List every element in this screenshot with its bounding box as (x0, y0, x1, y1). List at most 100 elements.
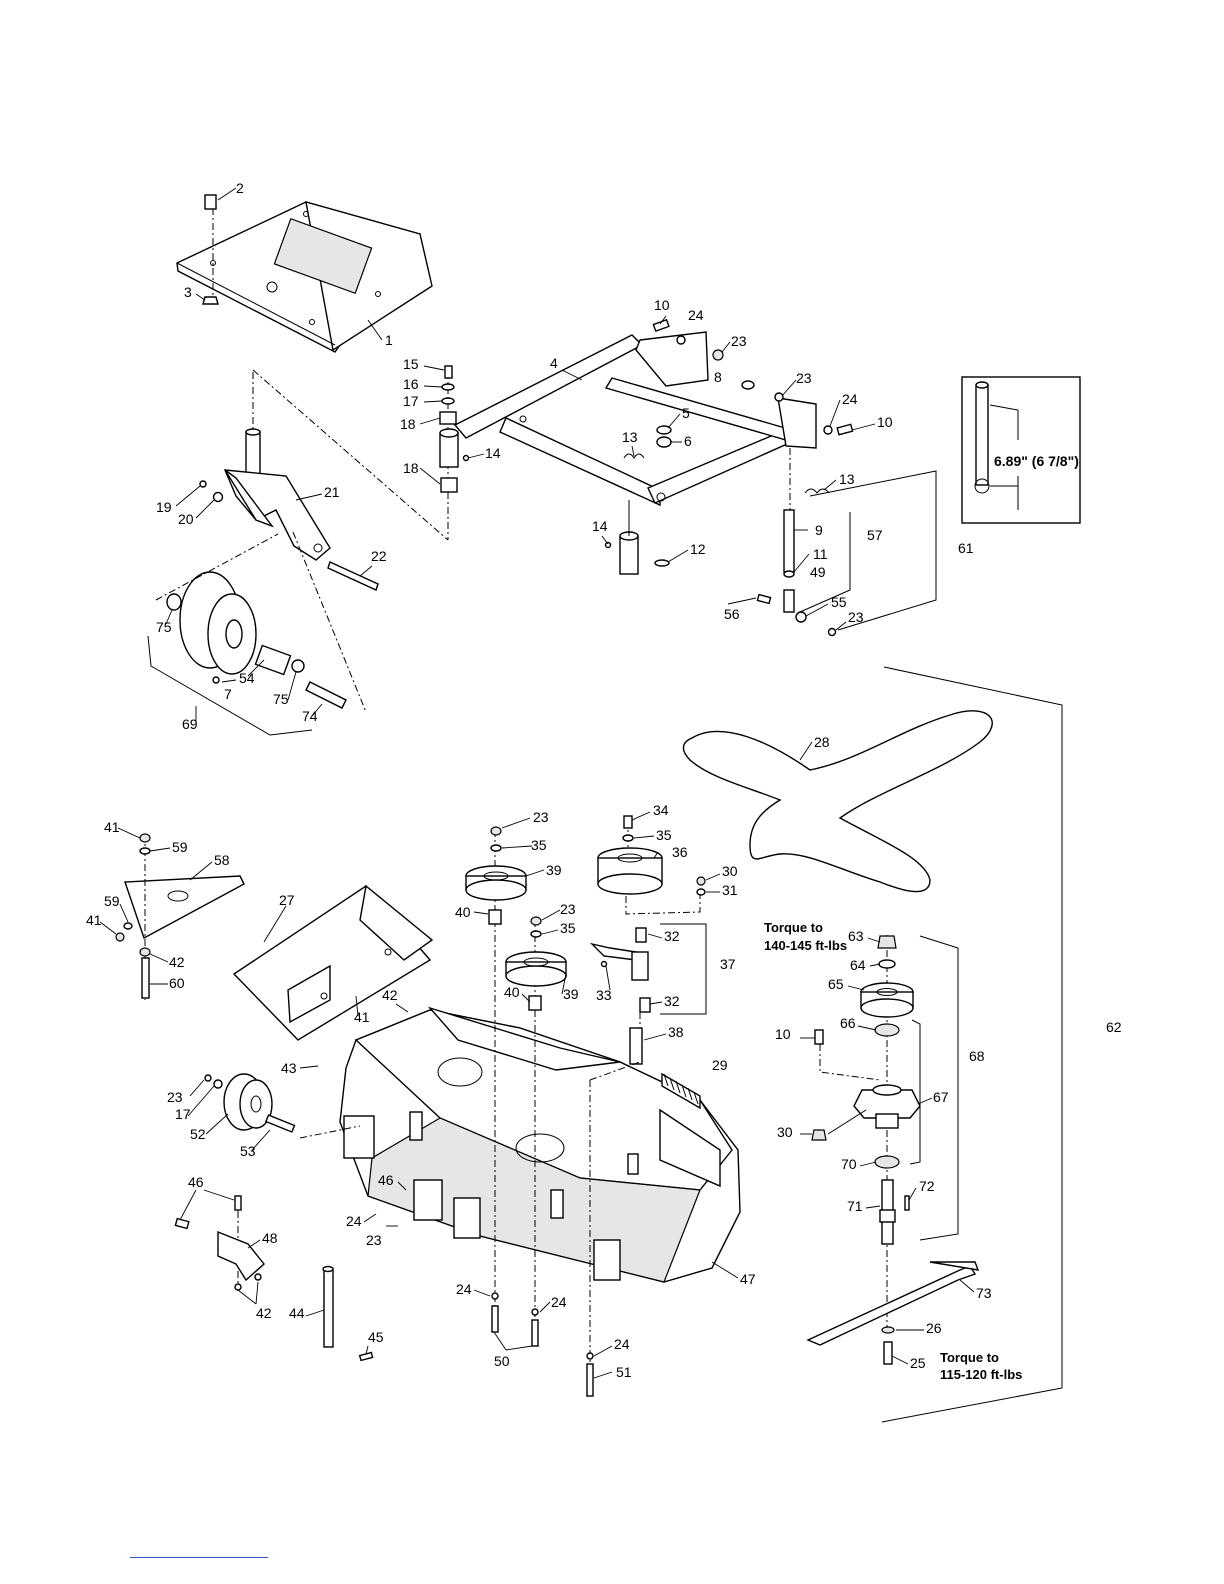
callout: 20 (178, 511, 194, 527)
deck-lift-frame (453, 331, 817, 575)
callout: 13 (622, 429, 638, 445)
idler-arm-assembly (586, 815, 707, 1397)
callout: 9 (815, 522, 823, 538)
callout: 56 (724, 606, 740, 622)
callout: 36 (672, 844, 688, 860)
callout: 14 (485, 445, 501, 461)
callout: 31 (722, 882, 738, 898)
callout: 30 (777, 1124, 793, 1140)
callout: 24 (456, 1281, 472, 1297)
callout: 23 (167, 1089, 183, 1105)
callout: 6 (684, 433, 692, 449)
callout: 46 (188, 1174, 204, 1190)
torque-note-upper-line2: 140-145 ft-lbs (764, 938, 847, 953)
callout: 23 (533, 809, 549, 825)
callout: 28 (814, 734, 830, 750)
callout: 74 (302, 708, 318, 724)
callout: 14 (592, 518, 608, 534)
callout: 23 (560, 901, 576, 917)
callout: 43 (281, 1060, 297, 1076)
callout: 17 (403, 393, 419, 409)
callout: 3 (184, 284, 192, 300)
callout: 16 (403, 376, 419, 392)
idler-pulleys (465, 826, 567, 1347)
deck-cover-plate (176, 194, 433, 353)
pivot-spacer-stack (439, 365, 459, 540)
callout: 67 (933, 1089, 949, 1105)
callout: 39 (563, 986, 579, 1002)
callout: 69 (182, 716, 198, 732)
callout: 35 (656, 827, 672, 843)
callout: 33 (596, 987, 612, 1003)
callout: 50 (494, 1353, 510, 1369)
callout: 41 (86, 912, 102, 928)
callout: 52 (190, 1126, 206, 1142)
callout: 24 (614, 1336, 630, 1352)
callout: 72 (919, 1178, 935, 1194)
wheel-mount-bracket (174, 1195, 265, 1291)
leader-lines (99, 187, 975, 1379)
callout: 63 (848, 928, 864, 944)
callout: 8 (714, 369, 722, 385)
callout: 35 (560, 920, 576, 936)
callout: 39 (546, 862, 562, 878)
callout: 10 (877, 414, 893, 430)
callout: 26 (926, 1320, 942, 1336)
deck-drive-belt (682, 710, 993, 893)
torque-note-lower-line1: Torque to (940, 1350, 999, 1365)
callout: 18 (400, 416, 416, 432)
torque-note-upper-line1: Torque to (764, 920, 823, 935)
callout: 53 (240, 1143, 256, 1159)
callout: 42 (256, 1305, 272, 1321)
callout: 75 (156, 619, 172, 635)
callout: 34 (653, 802, 669, 818)
callout: 21 (324, 484, 340, 500)
idler-spring (661, 1072, 701, 1110)
callout: 59 (172, 839, 188, 855)
lift-rod-assembly (756, 448, 837, 637)
callout: 68 (969, 1048, 985, 1064)
callout: 29 (712, 1057, 728, 1073)
callout: 5 (682, 405, 690, 421)
callout: 75 (273, 691, 289, 707)
callout: 15 (403, 356, 419, 372)
callout: 1 (385, 332, 393, 348)
callout: 48 (262, 1230, 278, 1246)
callout: 49 (810, 564, 826, 580)
callout: 10 (654, 297, 670, 313)
discharge-baffle (232, 884, 434, 1041)
callout: 32 (664, 928, 680, 944)
callout: 66 (840, 1015, 856, 1031)
height-adjust-pin (322, 1265, 374, 1362)
callout: 47 (740, 1271, 756, 1287)
callout: 46 (378, 1172, 394, 1188)
callout: 23 (366, 1232, 382, 1248)
callout: 19 (156, 499, 172, 515)
callout: 11 (813, 546, 828, 562)
callout: 58 (214, 852, 230, 868)
callout: 7 (224, 686, 232, 702)
callout: 12 (690, 541, 706, 557)
callout: 40 (455, 904, 471, 920)
callout: 24 (346, 1213, 362, 1229)
torque-note-lower-line2: 115-120 ft-lbs (940, 1367, 1022, 1382)
lift-rod-inset: 6.89" (6 7/8") (961, 376, 1081, 524)
callout: 51 (616, 1364, 632, 1380)
callout: 70 (841, 1156, 857, 1172)
callout: 4 (550, 355, 558, 371)
callout: 40 (504, 984, 520, 1000)
callout: 23 (848, 609, 864, 625)
callout: 65 (828, 976, 844, 992)
callout: 44 (289, 1305, 305, 1321)
callout-labels: 1 2 3 4 5 6 7 8 9 10 10 10 11 12 13 13 1… (86, 180, 1122, 1380)
callout: 32 (664, 993, 680, 1009)
callout: 23 (731, 333, 747, 349)
belt-guard-plate (115, 833, 245, 1000)
frame-hardware (462, 318, 854, 567)
callout: 41 (104, 819, 120, 835)
callout: 24 (551, 1294, 567, 1310)
mower-deck-shell (339, 1006, 741, 1283)
callout: 38 (668, 1024, 684, 1040)
callout: 24 (842, 391, 858, 407)
callout: 42 (382, 987, 398, 1003)
